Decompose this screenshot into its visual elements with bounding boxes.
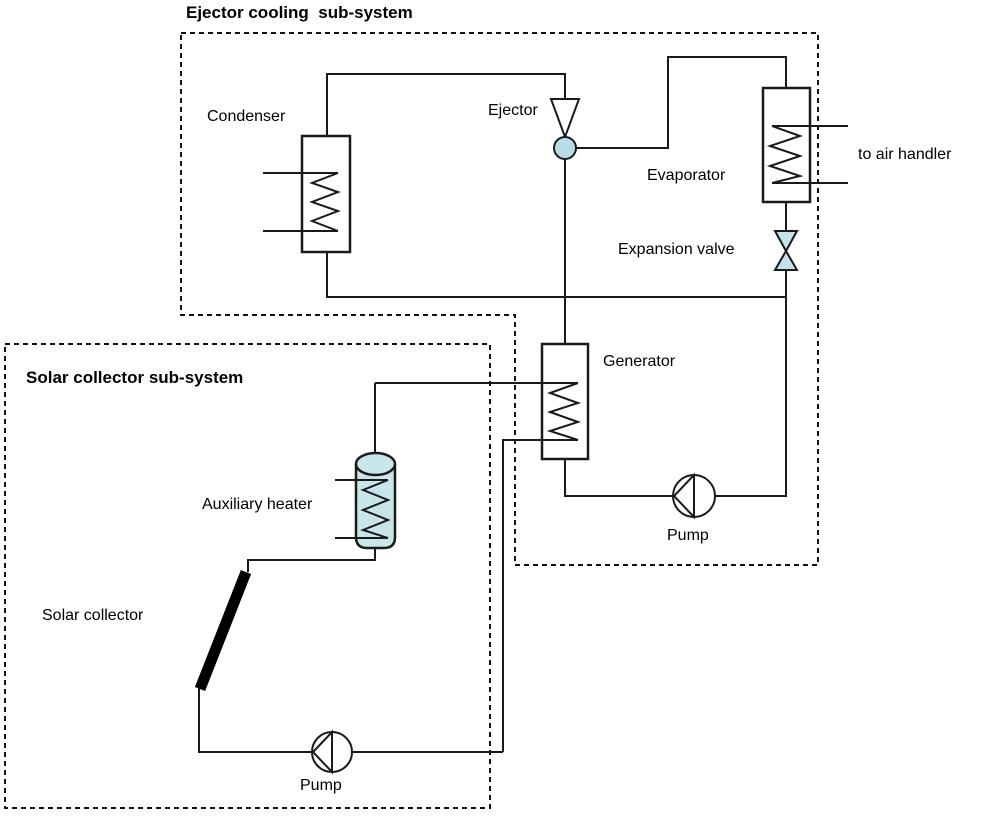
auxiliary-heater-label: Auxiliary heater xyxy=(202,496,313,513)
pipe-condenser-bottom xyxy=(326,252,785,298)
generator-label: Generator xyxy=(603,353,676,370)
heater-coil xyxy=(360,479,391,539)
pump-solar-label: Pump xyxy=(300,777,342,794)
evaporator-symbol xyxy=(761,86,848,204)
ejector-label: Ejector xyxy=(488,102,538,119)
ejector-symbol xyxy=(549,98,581,160)
condenser-label: Condenser xyxy=(207,108,286,125)
auxiliary-heater-symbol xyxy=(335,451,397,550)
pipe-generator-to-pump xyxy=(564,459,674,497)
solar-collector-label: Solar collector xyxy=(42,607,144,624)
generator-symbol xyxy=(540,342,590,461)
expansion-valve-top-triangle xyxy=(773,230,799,254)
generator-coil xyxy=(546,382,582,441)
evaporator-coil xyxy=(766,125,804,184)
pipe-condenser-to-ejector-top xyxy=(326,73,566,136)
pipe-heater-to-collector xyxy=(247,548,376,572)
pump-ejector-impeller xyxy=(672,472,695,520)
generator-shell xyxy=(540,342,590,461)
ejector-subsystem-boundary xyxy=(180,32,819,566)
pipe-collector-to-pump xyxy=(198,688,313,753)
ejector-subsystem-title: Ejector cooling sub-system xyxy=(186,3,413,22)
pump-solar-symbol xyxy=(311,729,353,775)
solar-subsystem-boundary xyxy=(4,343,491,809)
expansion-valve-label: Expansion valve xyxy=(618,241,735,258)
pump-ejector-label: Pump xyxy=(667,527,709,544)
pipe-ejector-to-evaporator xyxy=(576,56,787,149)
pump-ejector-symbol xyxy=(672,472,716,520)
solar-collector-panel xyxy=(194,569,252,692)
expansion-valve-symbol xyxy=(773,230,799,271)
ejector-chamber xyxy=(553,136,577,160)
to-air-handler-label: to air handler xyxy=(858,146,952,163)
condenser-shell xyxy=(300,134,352,254)
condenser-coil xyxy=(309,172,341,232)
ejector-nozzle xyxy=(549,98,581,140)
expansion-valve-bottom-triangle xyxy=(773,249,799,271)
solar-subsystem-title: Solar collector sub-system xyxy=(26,368,244,387)
evaporator-label: Evaporator xyxy=(647,167,726,184)
heater-tank-top xyxy=(354,451,397,477)
pump-solar-impeller xyxy=(311,729,333,775)
condenser-symbol xyxy=(263,134,352,254)
